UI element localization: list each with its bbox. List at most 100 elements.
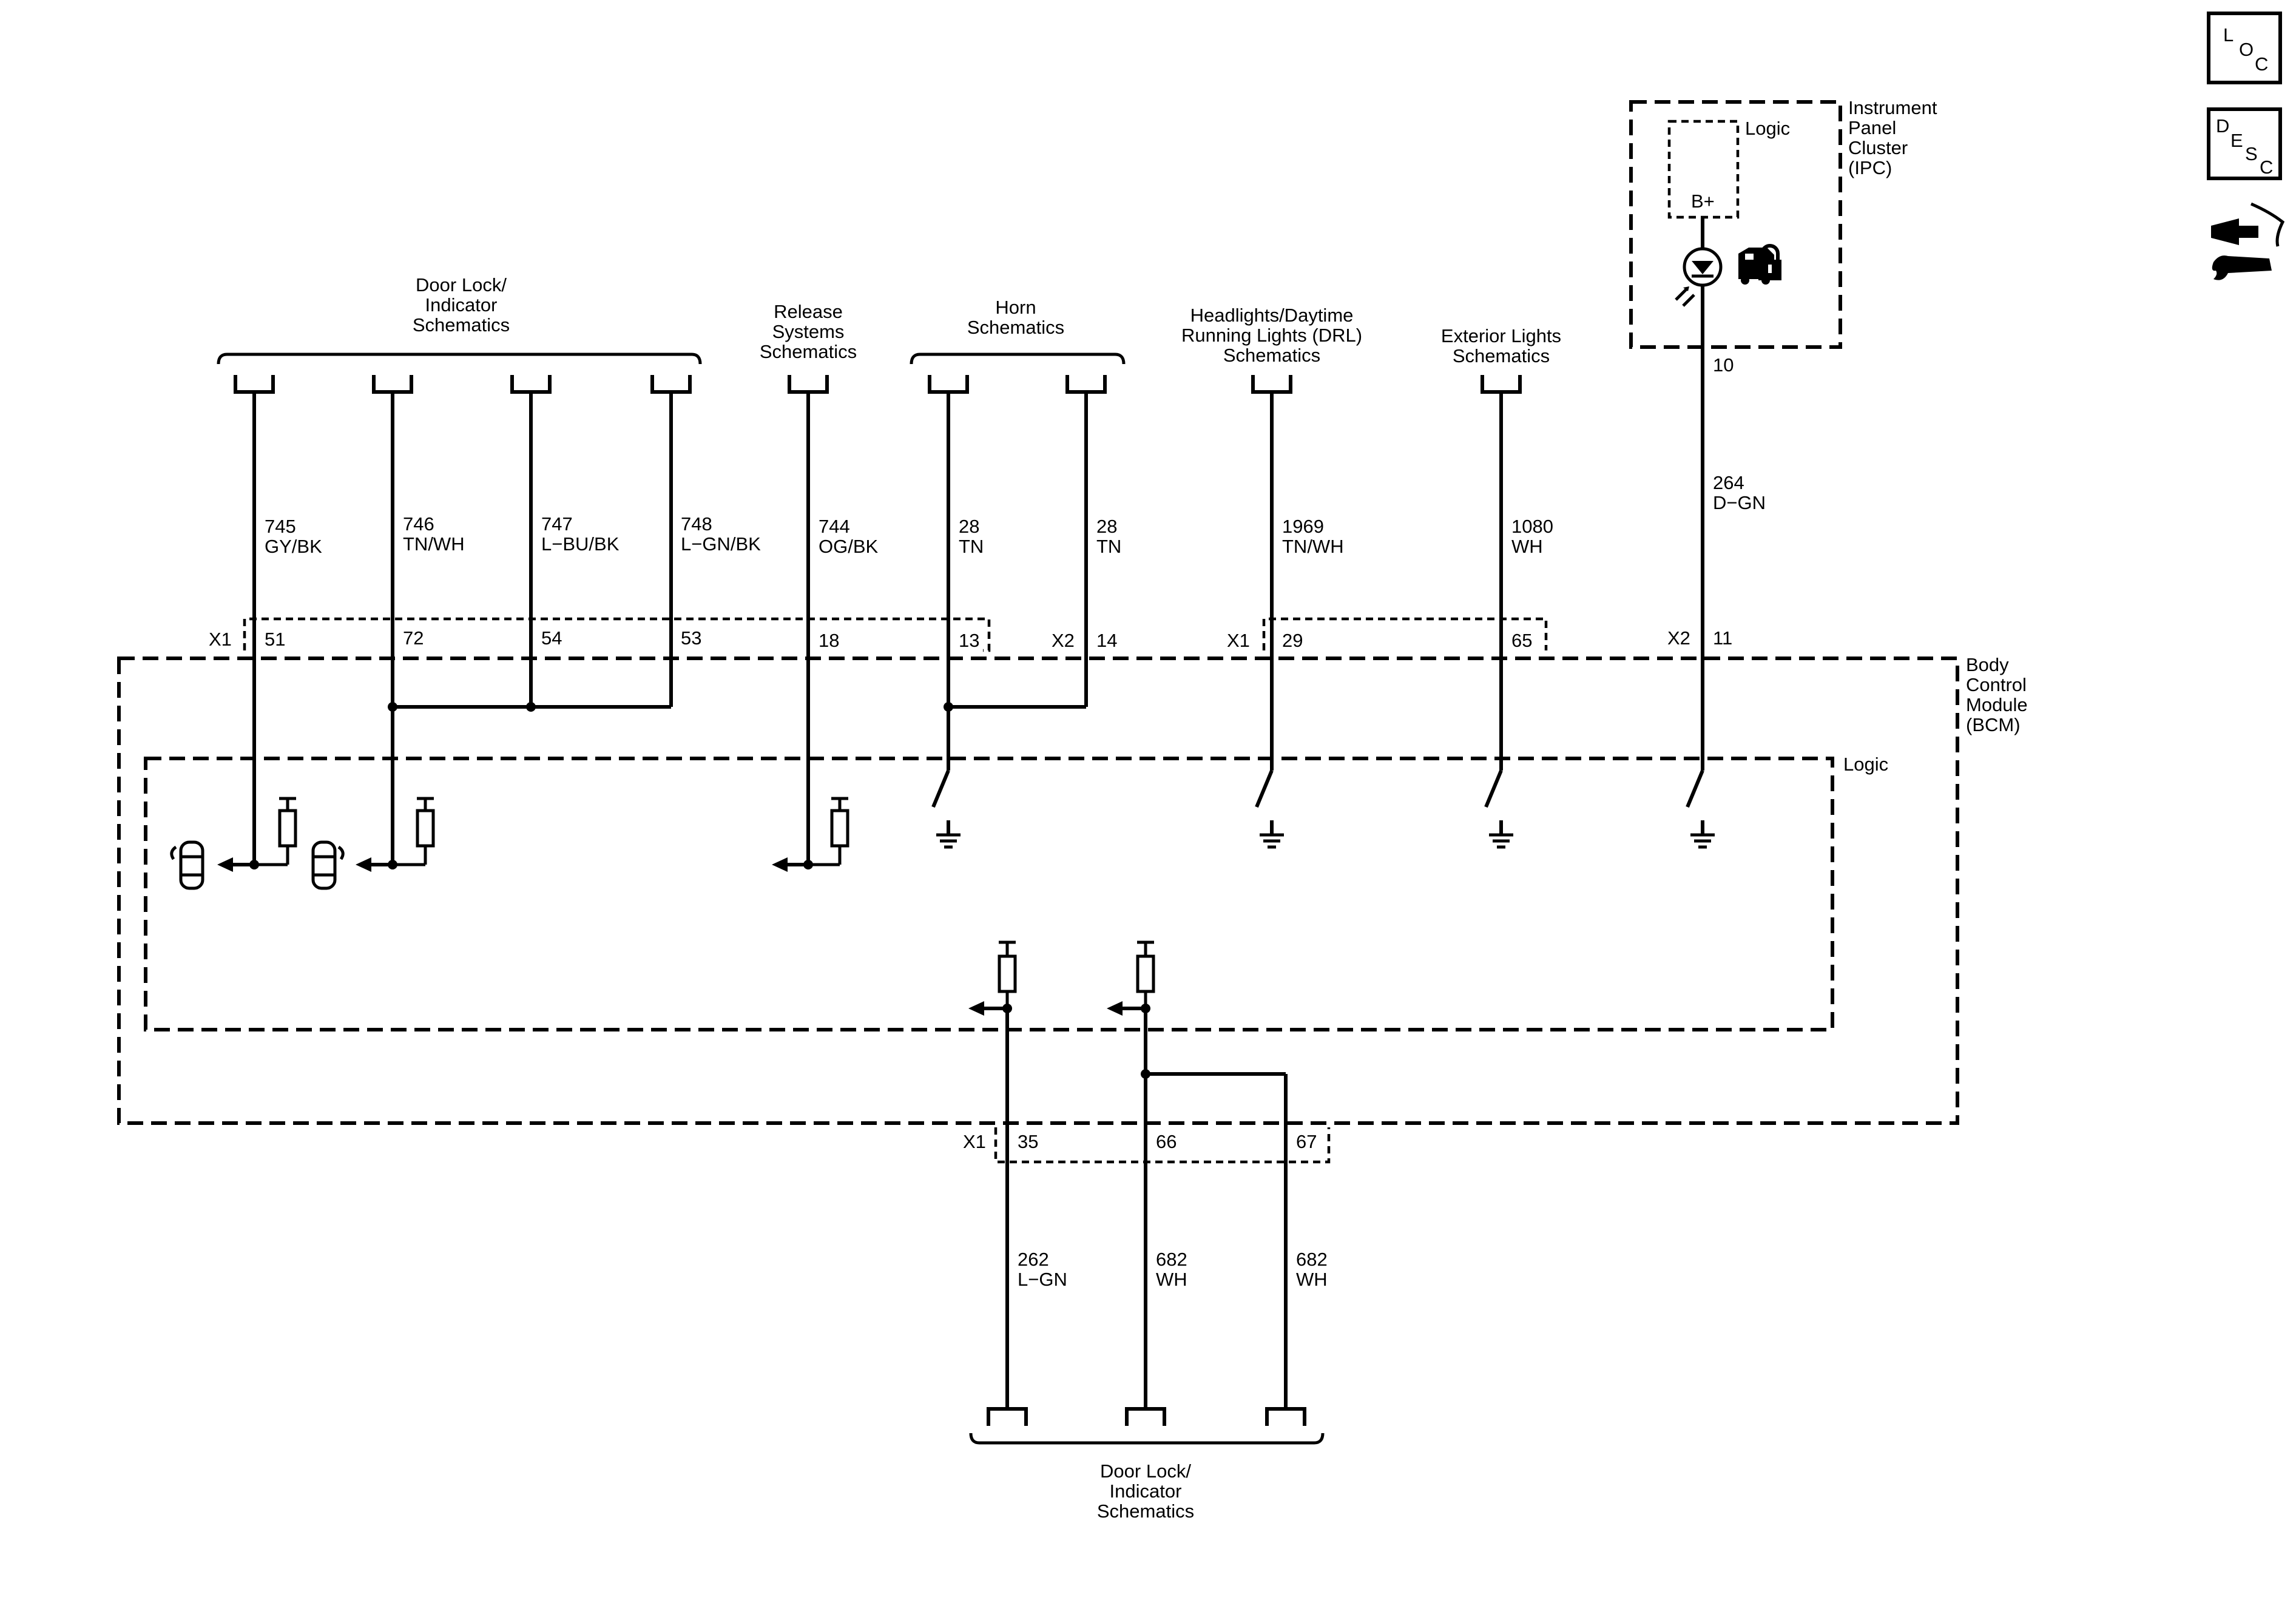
title-line: Door Lock/: [1100, 1460, 1191, 1482]
svg-text:682: 682: [1156, 1249, 1187, 1270]
title-line: Schematics: [1223, 345, 1320, 366]
pin-67: 67: [1296, 1131, 1317, 1152]
pin-54: 54: [541, 627, 562, 649]
connector-label-x1b: X1: [1227, 630, 1250, 651]
splice-dot: [388, 702, 397, 712]
wire-label-682-a: 682 WH: [1156, 1249, 1187, 1290]
brace-door-lock-bottom: [969, 1433, 1325, 1445]
pull-up-resistor-1: [254, 797, 297, 866]
svg-text:Body: Body: [1966, 654, 2009, 675]
pin-29: 29: [1282, 630, 1303, 651]
ipc-outer-box: [1629, 100, 1842, 349]
wire-label-744: 744 OG/BK: [819, 516, 879, 557]
wire-label-262: 262 L−GN: [1018, 1249, 1067, 1290]
bcm-label: Body Control Module (BCM): [1966, 654, 2028, 735]
wire-label-748: 748 L−GN/BK: [681, 513, 761, 555]
wires-bottom: [1005, 1008, 1288, 1409]
brace-horn: [910, 353, 1126, 365]
desc-icon[interactable]: D E S C: [2207, 107, 2282, 180]
svg-text:748: 748: [681, 513, 712, 535]
svg-text:L−GN/BK: L−GN/BK: [681, 533, 761, 555]
svg-text:E: E: [2230, 130, 2243, 151]
svg-text:L−GN: L−GN: [1018, 1269, 1067, 1290]
svg-text:TN/WH: TN/WH: [403, 533, 465, 555]
pull-up-resistor-5: [1136, 940, 1155, 1008]
ground-switch-exterior: [1484, 769, 1513, 849]
pin-35: 35: [1018, 1131, 1038, 1152]
svg-text:D: D: [2216, 115, 2229, 137]
title-exterior-lights: Exterior Lights Schematics: [1441, 325, 1561, 366]
svg-text:1969: 1969: [1282, 516, 1324, 537]
signal-arrows-upper: [217, 857, 808, 872]
connector-x1-top-housing: [243, 617, 991, 652]
svg-text:TN/WH: TN/WH: [1282, 536, 1344, 557]
svg-text:744: 744: [819, 516, 850, 537]
svg-text:D−GN: D−GN: [1713, 492, 1766, 513]
pull-up-resistor-2: [393, 797, 435, 866]
car-lock-icon: [1738, 244, 1781, 285]
pin-53: 53: [681, 627, 701, 649]
splice-dot: [526, 702, 536, 712]
pin-51: 51: [265, 629, 285, 650]
ipc-logic-label: Logic: [1745, 118, 1790, 139]
title-line: Schematics: [967, 317, 1064, 338]
door-ajar-icon-2: [311, 840, 345, 890]
title-line: Schematics: [413, 314, 510, 336]
connector-label-x1: X1: [209, 629, 232, 650]
pin-10: 10: [1713, 354, 1734, 376]
svg-text:C: C: [2260, 157, 2273, 178]
title-line: Horn: [995, 297, 1036, 318]
svg-text:OG/BK: OG/BK: [819, 536, 879, 557]
svg-text:S: S: [2245, 143, 2258, 164]
pin-65: 65: [1511, 630, 1532, 651]
title-line: Indicator: [1110, 1480, 1182, 1502]
title-line: Schematics: [1453, 345, 1550, 366]
pull-up-resistor-4: [998, 940, 1017, 1008]
svg-text:747: 747: [541, 513, 573, 535]
pull-up-resistor-3: [808, 797, 849, 866]
wiring-tool-icon[interactable]: [2211, 202, 2285, 280]
title-line: Release: [774, 301, 843, 322]
wire-label-747: 747 L−BU/BK: [541, 513, 620, 555]
ipc-bplus-label: B+: [1691, 191, 1715, 212]
svg-text:746: 746: [403, 513, 434, 535]
connector-label-x1-bottom: X1: [963, 1131, 986, 1152]
svg-text:Cluster: Cluster: [1848, 137, 1908, 158]
svg-text:682: 682: [1296, 1249, 1328, 1270]
title-line: Door Lock/: [416, 274, 507, 295]
wire-label-745: 745 GY/BK: [265, 516, 322, 557]
svg-text:264: 264: [1713, 472, 1744, 493]
signal-arrows-lower: [968, 1001, 1146, 1016]
pin-11: 11: [1713, 627, 1732, 649]
svg-text:(BCM): (BCM): [1966, 714, 2021, 735]
bcm-logic-box: [144, 757, 1834, 1031]
svg-text:Control: Control: [1966, 674, 2027, 695]
title-horn: Horn Schematics: [967, 297, 1064, 338]
pin-13: 13: [959, 630, 979, 651]
connector-sockets-bottom: [987, 1407, 1306, 1426]
title-line: Schematics: [760, 341, 857, 362]
pin-14: 14: [1096, 630, 1117, 651]
pin-72: 72: [403, 627, 424, 649]
wire-label-1080: 1080 WH: [1511, 516, 1553, 557]
svg-text:TN: TN: [959, 536, 984, 557]
connector-label-x2: X2: [1052, 630, 1075, 651]
led-indicator-icon: [1675, 247, 1723, 307]
pin-66: 66: [1156, 1131, 1177, 1152]
loc-icon[interactable]: L O C: [2207, 12, 2282, 84]
svg-text:O: O: [2239, 39, 2254, 60]
title-door-lock-top: Door Lock/ Indicator Schematics: [413, 274, 510, 336]
ipc-label: Instrument Panel Cluster (IPC): [1848, 97, 1937, 178]
svg-text:GY/BK: GY/BK: [265, 536, 322, 557]
connector-label-x2b: X2: [1667, 627, 1690, 649]
door-ajar-icon-1: [170, 840, 204, 890]
wire-label-1969: 1969 TN/WH: [1282, 516, 1344, 557]
bcm-logic-label: Logic: [1843, 754, 1888, 775]
title-line: Systems: [772, 321, 845, 342]
wire-label-746: 746 TN/WH: [403, 513, 465, 555]
connector-x1-top-housing-2: [1262, 617, 1548, 650]
brace-door-lock-top: [217, 353, 702, 365]
title-door-lock-bottom: Door Lock/ Indicator Schematics: [1097, 1460, 1194, 1522]
svg-text:745: 745: [265, 516, 296, 537]
